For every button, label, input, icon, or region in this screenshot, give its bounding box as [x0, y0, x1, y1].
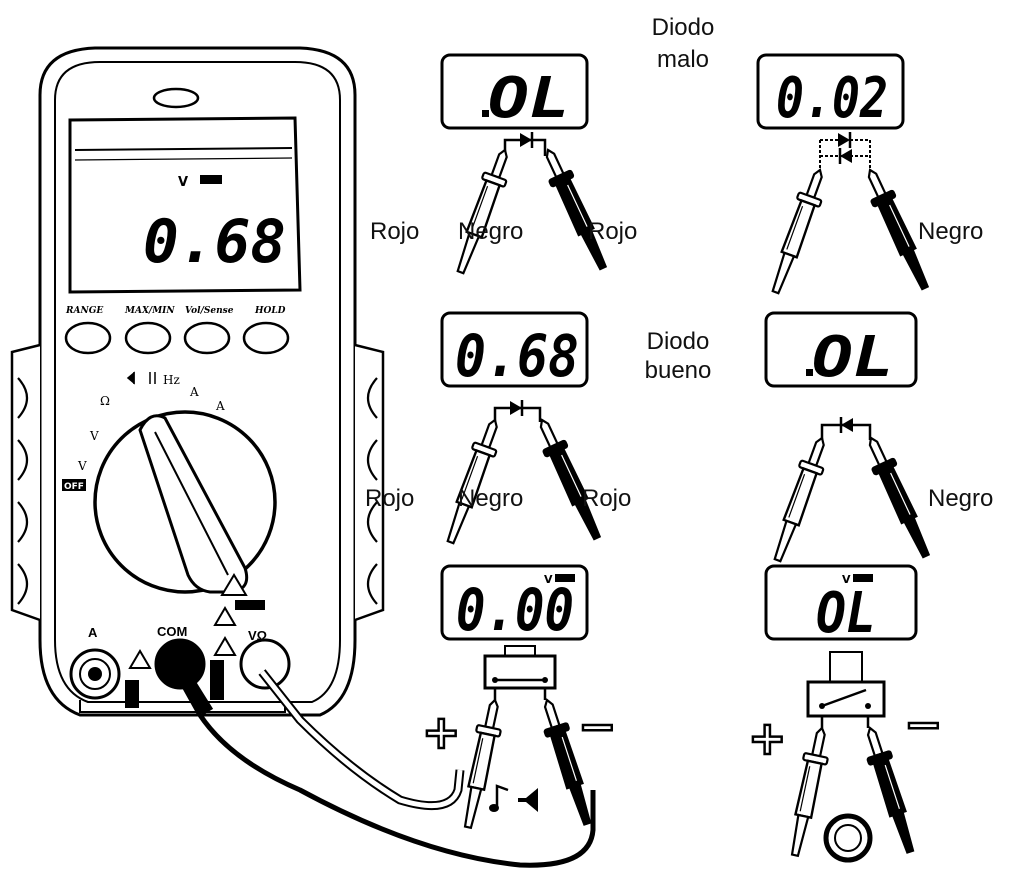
- switch-closed: [483, 654, 557, 690]
- dial-knob[interactable]: [138, 414, 249, 594]
- diode-cap-mark-icon: [126, 371, 156, 385]
- panel-continuity-open: OL V: [764, 564, 923, 863]
- lcd-cont-closed: 0.00: [456, 576, 574, 644]
- meter-lcd-reading: 0.68: [143, 207, 286, 277]
- label-rojo-top-right: Rojo: [588, 218, 638, 245]
- lcd-good-reverse: OL: [812, 325, 894, 390]
- panel-good-diode-reverse: OL: [764, 311, 939, 566]
- dial-mark-off: OFF: [64, 482, 84, 492]
- button-label-volsense: Vol/Sense: [185, 306, 234, 316]
- switch-open: [806, 680, 886, 718]
- lcd-bad-reverse: 0.02: [776, 66, 888, 131]
- svg-text:V: V: [544, 573, 553, 586]
- meter-buttons: RANGE MAX/MIN Vol/Sense HOLD: [64, 306, 290, 355]
- minus-sign-right: −: [904, 697, 943, 751]
- dial-mark-hz: Hz: [163, 373, 180, 387]
- label-rojo-top-left: Rojo: [370, 218, 420, 245]
- plus-minus-marks: + − + −: [421, 696, 944, 767]
- lcd-cont-open: OL: [816, 581, 876, 646]
- diode-symbol-icon: [520, 133, 532, 147]
- svg-text:V: V: [842, 573, 851, 586]
- label-negro-top-far: Negro: [918, 218, 984, 245]
- button-label-range: RANGE: [65, 306, 103, 316]
- label-negro-mid-far: Negro: [928, 485, 994, 512]
- range-button[interactable]: [64, 321, 112, 355]
- dial-mark-ac-volts: V: [89, 429, 99, 443]
- label-diodo-bueno: Diodo bueno: [644, 328, 712, 384]
- button-label-hold: HOLD: [254, 306, 286, 316]
- label-rojo-mid-left: Rojo: [365, 485, 415, 512]
- label-negro-top-left: Negro: [458, 218, 524, 245]
- minus-sign-left: −: [578, 699, 617, 753]
- silent-buzzer-icon: [823, 813, 873, 863]
- dial-mark-dc-amps: A: [215, 399, 225, 413]
- jack-label-com: COM: [157, 624, 187, 639]
- diode-short-symbol-icon: [838, 133, 850, 147]
- dial-mark-dc-volts: V: [77, 459, 87, 473]
- hold-button[interactable]: [242, 321, 290, 355]
- maxmin-button[interactable]: [124, 321, 172, 355]
- dial-mark-ac-amps: A: [189, 385, 199, 399]
- multimeter: V 0.68 RANGE MAX/MIN Vol/Sense HOLD Ω Hz…: [10, 46, 596, 868]
- panel-continuity-closed: 0.00 V: [440, 564, 600, 831]
- plus-sign-left: +: [422, 705, 461, 759]
- label-rojo-mid-right: Rojo: [582, 485, 632, 512]
- panel-bad-diode-forward: OL: [440, 53, 616, 278]
- dial-mark-ohm: Ω: [100, 394, 110, 408]
- lcd-good-forward: 0.68: [455, 322, 579, 390]
- jack-label-a: A: [88, 625, 98, 640]
- lcd-bad-forward: OL: [488, 66, 570, 131]
- button-label-maxmin: MAX/MIN: [124, 306, 175, 316]
- label-diodo-malo: Diodo malo: [651, 14, 715, 74]
- diode-good-symbol-icon: [510, 401, 522, 415]
- panel-good-diode-forward: 0.68: [438, 311, 610, 548]
- buzzer-sound-icon: [489, 784, 538, 812]
- diode-reverse-symbol-icon: [841, 418, 853, 432]
- plus-sign-right: +: [748, 711, 787, 765]
- label-negro-mid-left: Negro: [458, 485, 524, 512]
- volsense-button[interactable]: [183, 321, 231, 355]
- meter-lcd-unit: V: [178, 175, 188, 190]
- panel-bad-diode-reverse: 0.02: [756, 53, 938, 298]
- jack-vohm[interactable]: [239, 638, 291, 690]
